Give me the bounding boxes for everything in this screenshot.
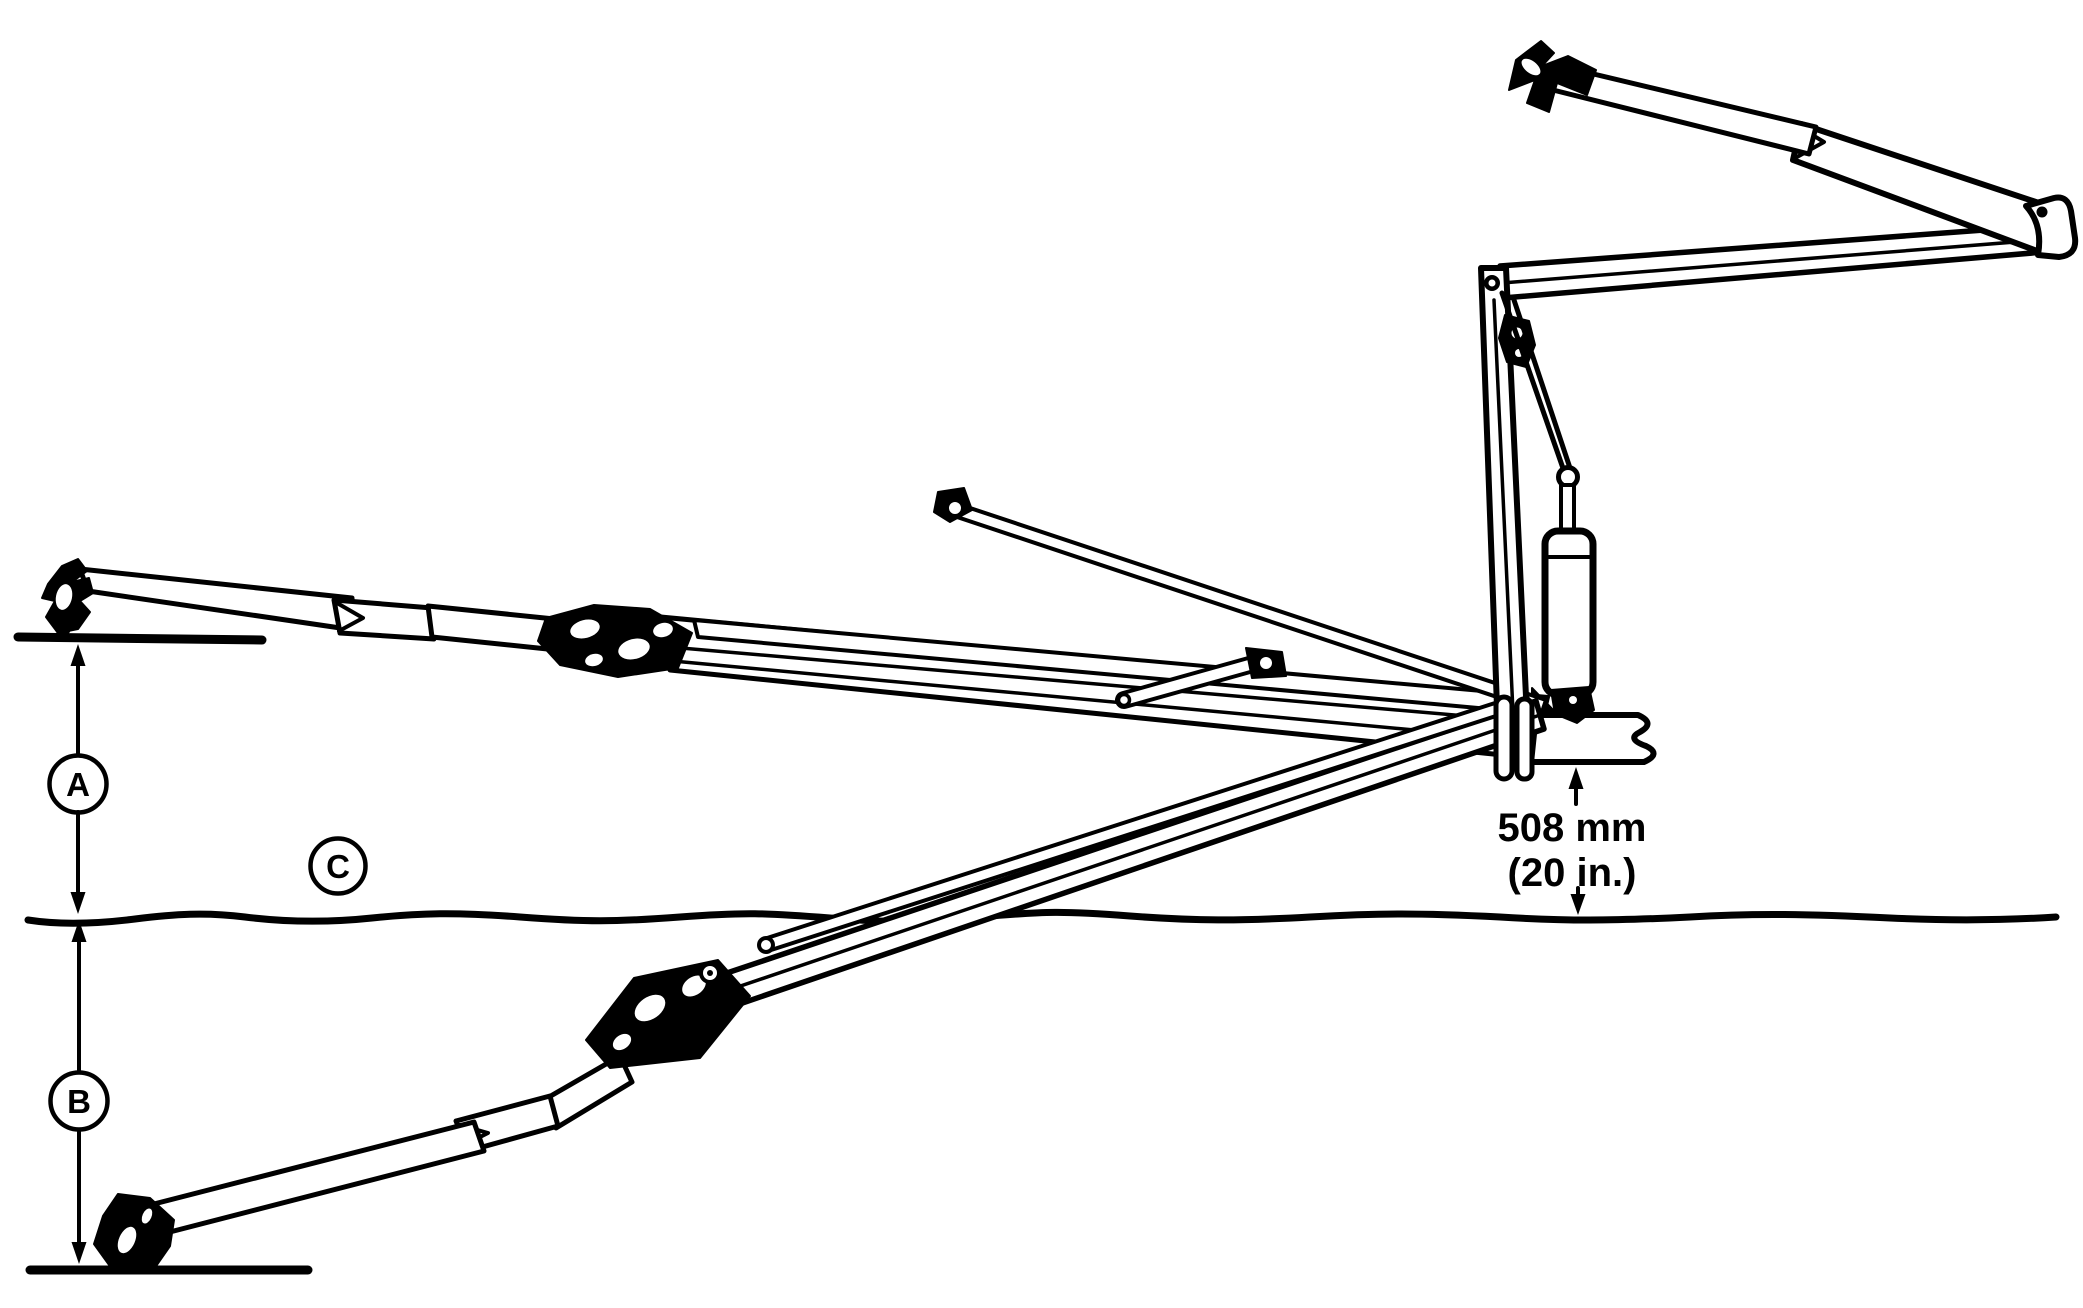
dimension-imperial-text: (20 in.) — [1508, 851, 1637, 895]
horizontal-knuckle-hole-2 — [618, 638, 650, 660]
dimension-a: A — [47, 644, 109, 914]
label-c-text: C — [326, 848, 350, 885]
dimension-a-arrowhead-up — [70, 644, 86, 666]
horizontal-boom-tail-edge-2 — [660, 658, 1535, 743]
lowered-boom-knuckle — [585, 959, 751, 1069]
dimension-b-arrowhead-down — [71, 1242, 87, 1264]
label-c: C — [308, 836, 368, 896]
lowered-knuckle-pivot-pin — [707, 970, 713, 976]
mast-base-pad-1 — [1493, 694, 1515, 782]
frame-height-arrowhead-down — [1570, 894, 1586, 915]
upper-reference-line — [13, 632, 267, 645]
ground-line — [24, 908, 2060, 927]
raised-lower-arm-edge — [1500, 238, 2042, 285]
mast-base-pad-2 — [1514, 696, 1535, 782]
dimension-metric-text: 508 mm — [1498, 806, 1647, 850]
horizontal-knuckle-hole-4 — [585, 653, 603, 667]
dogbone-link-body — [1119, 657, 1265, 705]
dimension-frame-height: 508 mm (20 in.) — [1498, 767, 1647, 915]
lowered-boom-main-edge — [712, 713, 1542, 997]
cylinder-clevis — [1550, 686, 1595, 724]
lowered-knuckle-hole-3 — [612, 1033, 632, 1051]
raised-tip-head-slot — [1521, 58, 1541, 76]
lowered-tip-head-slot-2 — [141, 1208, 153, 1224]
dimension-a-arrowhead-down — [70, 892, 86, 914]
label-a-text: A — [66, 766, 90, 803]
horizontal-boom-knuckle — [537, 604, 693, 678]
boom-raised-position — [1497, 40, 2079, 301]
label-b-text: B — [67, 1083, 91, 1120]
lowered-knuckle-hole-1 — [634, 994, 666, 1022]
truck-frame-rail — [1525, 712, 1657, 765]
hydraulic-cylinder — [1541, 465, 1597, 724]
mast-brace-line-1 — [1499, 290, 1568, 477]
horizontal-boom-base-section — [77, 566, 357, 633]
raised-tip-head-body — [1508, 40, 1597, 113]
dogbone-pivot-lower — [1116, 692, 1132, 708]
mast-brace-line-2 — [1511, 297, 1576, 480]
lowered-knuckle-hole-2 — [682, 975, 706, 997]
dimension-b: B — [48, 920, 110, 1264]
horizontal-boom-tip-head — [41, 558, 94, 642]
leveling-link-pivot — [945, 498, 965, 518]
lowered-boom-base-section — [147, 1119, 487, 1236]
label-b-circle — [48, 1070, 110, 1132]
horizontal-fork-notch — [335, 601, 365, 633]
mast-column-edge — [1492, 298, 1517, 758]
raised-elbow-pin — [2036, 206, 2048, 218]
boom-horizontal-position — [41, 487, 1550, 761]
boom-lowered-position — [93, 691, 1547, 1270]
lowered-knuckle-plate — [585, 959, 751, 1069]
label-c-circle — [308, 836, 368, 896]
horizontal-boom-tail-edge-1 — [656, 644, 1537, 724]
horizontal-knuckle-hole-3 — [653, 622, 673, 638]
dimension-b-arrowhead-up — [71, 920, 87, 942]
cylinder-clevis-pin — [1569, 696, 1577, 704]
lowered-boom-tip-head — [93, 1193, 175, 1270]
lowered-link-pivot — [757, 936, 775, 954]
lowered-tip-head-slot — [117, 1226, 137, 1254]
frame-height-arrowhead-up — [1568, 767, 1584, 789]
horizontal-boom-fork-joint — [331, 597, 437, 642]
mast-assembly — [1478, 265, 1597, 782]
horizontal-tip-head-slot — [55, 584, 73, 610]
horizontal-tip-head-foot — [55, 629, 71, 642]
tail-link-bracket-hole — [1260, 657, 1272, 669]
mast-top-pivot-hole — [1488, 279, 1496, 287]
horizontal-knuckle-hole-1 — [570, 619, 600, 639]
raised-boom-tip-head — [1508, 40, 1597, 113]
